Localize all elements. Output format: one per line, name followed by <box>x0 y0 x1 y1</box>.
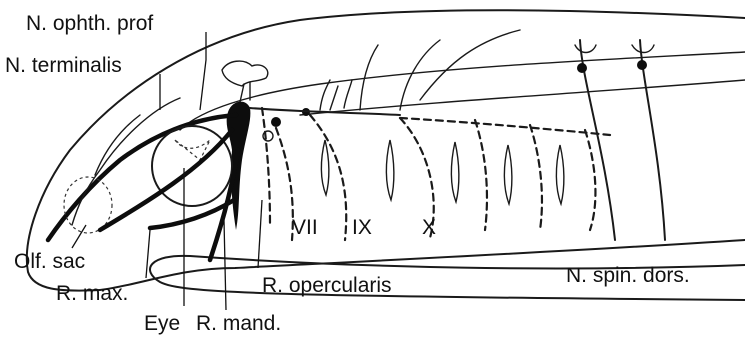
label-olf-sac: Olf. sac <box>14 250 85 273</box>
vii-ganglion <box>271 117 281 127</box>
label-r-max: R. max. <box>56 282 128 305</box>
label-n-terminalis: N. terminalis <box>5 54 122 77</box>
label-r-opercularis: R. opercularis <box>262 274 392 297</box>
gill-slit-2 <box>386 140 394 200</box>
n-ophth-prof-nerve <box>48 115 236 240</box>
n-spin-dors-2-loop <box>632 45 654 53</box>
r-opercularis-nerve <box>262 108 270 225</box>
n-spin-dors-ganglion-1 <box>577 63 587 73</box>
label-r-mand: R. mand. <box>196 312 281 335</box>
inner-contour <box>180 52 745 130</box>
label-eye: Eye <box>144 312 180 335</box>
leader-r-opercularis <box>258 200 262 268</box>
brain-lobes <box>222 61 268 86</box>
vagus-branch-dash-2 <box>530 125 542 230</box>
leader-n-ophth-prof <box>200 32 206 110</box>
n-spin-dors-2 <box>640 40 665 240</box>
vagus-branch-dash-3 <box>585 130 595 230</box>
label-ix: IX <box>352 216 372 239</box>
label-n-ophth-prof: N. ophth. prof <box>26 12 153 35</box>
n-spin-dors-1-loop <box>575 45 596 53</box>
label-n-spin-dors: N. spin. dors. <box>566 264 690 287</box>
ganglion-trigeminal <box>227 102 251 230</box>
inner-contour-2 <box>300 80 745 115</box>
olfactory-tract <box>95 115 140 175</box>
label-vii: VII <box>292 216 318 239</box>
x-horizontal <box>400 118 610 135</box>
vagus-branch-dash-1 <box>475 120 487 230</box>
gill-slit-4 <box>504 145 512 204</box>
leader-r-mand <box>224 220 226 310</box>
vii-nerve <box>276 128 293 240</box>
vagus-trunk <box>250 108 400 115</box>
gill-slit-5 <box>556 145 564 204</box>
eye-circle <box>152 126 232 206</box>
vagus-branches-up <box>320 80 352 110</box>
n-terminalis-nerve <box>72 98 180 225</box>
n-spin-dors-ganglion-2 <box>637 60 647 70</box>
gill-slit-1 <box>321 140 329 195</box>
gill-slit-3 <box>451 142 459 202</box>
label-x: X <box>422 216 436 239</box>
